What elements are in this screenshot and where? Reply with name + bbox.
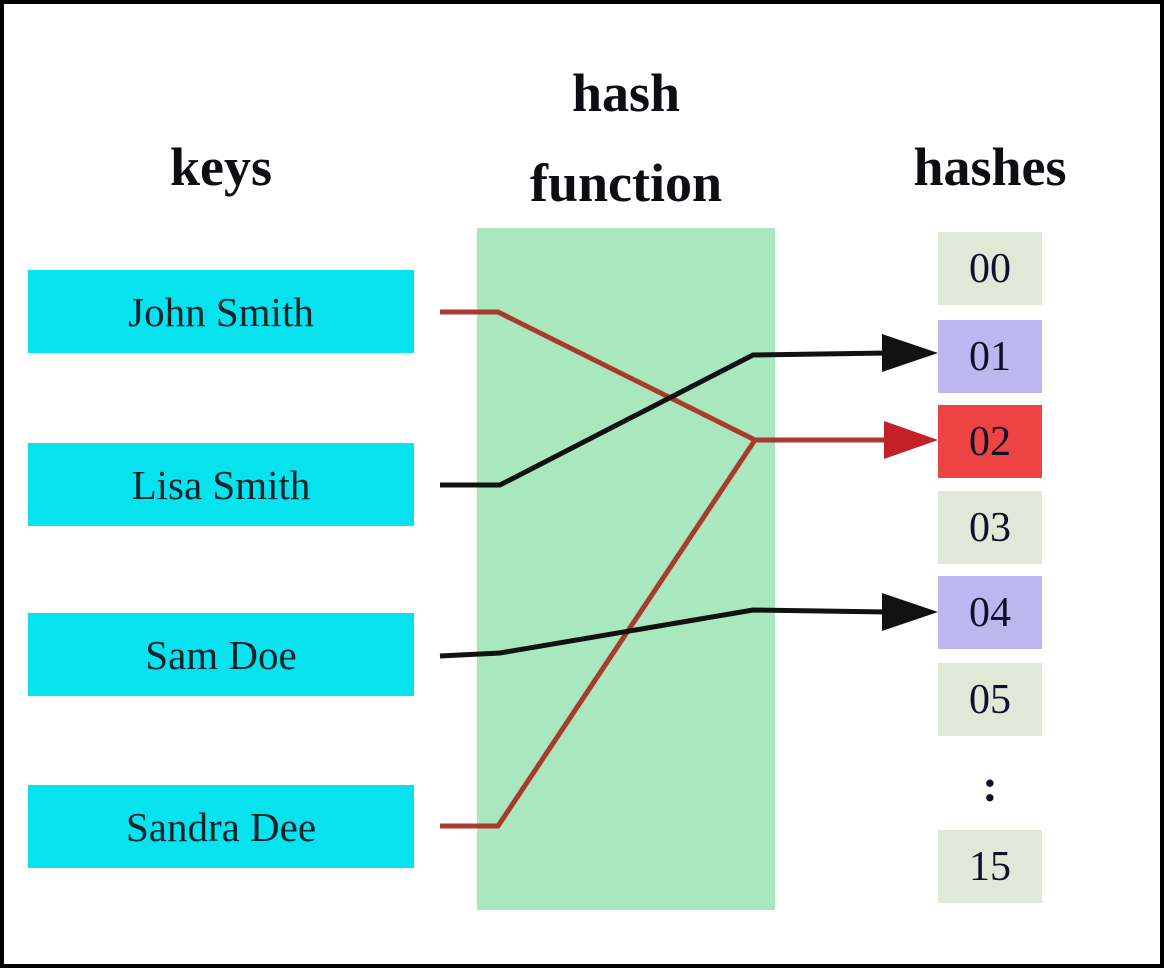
hash-slot-15: 15 bbox=[938, 830, 1042, 903]
hash-slot-03: 03 bbox=[938, 491, 1042, 564]
hash-slot-ellipsis: : bbox=[982, 760, 998, 811]
keys-column-title: keys bbox=[169, 137, 272, 197]
arrowhead-to-02-icon bbox=[884, 421, 938, 459]
hash-function-box bbox=[477, 228, 775, 910]
hash-function-title: hash function bbox=[457, 48, 795, 228]
arrowhead-to-04-icon bbox=[882, 593, 938, 631]
hash-slot-00: 00 bbox=[938, 232, 1042, 305]
key-box-john-smith: John Smith bbox=[28, 270, 414, 353]
key-box-sam-doe: Sam Doe bbox=[28, 613, 414, 696]
hash-function-title-line2: function bbox=[529, 153, 723, 214]
key-box-lisa-smith: Lisa Smith bbox=[28, 443, 414, 526]
arrowhead-to-01-icon bbox=[882, 334, 938, 372]
hash-slot-04: 04 bbox=[938, 576, 1042, 649]
hashes-column-title: hashes bbox=[913, 137, 1067, 197]
hash-function-title-line1: hash bbox=[571, 63, 681, 123]
hash-slot-05: 05 bbox=[938, 663, 1042, 736]
hash-slot-02: 02 bbox=[938, 405, 1042, 478]
key-box-sandra-dee: Sandra Dee bbox=[28, 785, 414, 868]
hash-slot-01: 01 bbox=[938, 320, 1042, 393]
